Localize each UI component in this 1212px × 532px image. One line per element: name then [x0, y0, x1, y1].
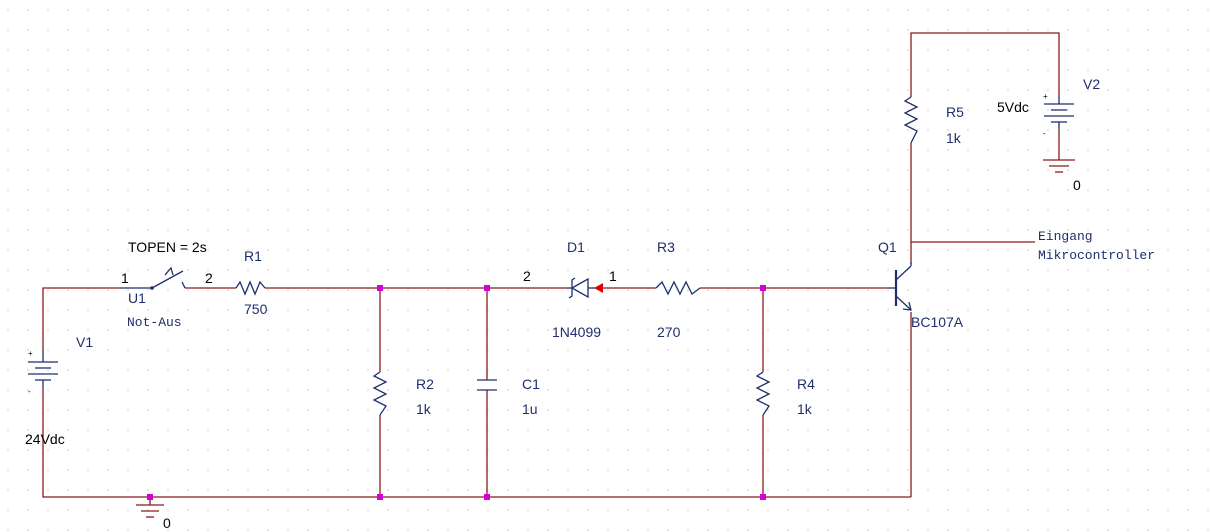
junction-dots: [147, 285, 766, 500]
v2-ref: V2: [1083, 76, 1100, 92]
net-label-line1: Eingang: [1038, 229, 1093, 244]
wire-u1-v1-top: [42, 287, 120, 350]
switch-u1[interactable]: [120, 266, 186, 290]
junction-dot: [377, 494, 383, 500]
net-label-line2: Mikrocontroller: [1038, 248, 1155, 263]
r2-ref: R2: [416, 376, 434, 392]
u1-ref: U1: [128, 290, 146, 306]
resistor-r5[interactable]: [903, 96, 919, 144]
u1-pin1: 1: [121, 270, 129, 286]
u1-pin2: 2: [205, 270, 213, 286]
u1-param: TOPEN = 2s: [128, 239, 207, 255]
r5-value: 1k: [946, 130, 962, 146]
junction-dot: [147, 494, 153, 500]
resistor-r1[interactable]: [235, 280, 266, 296]
resistor-r4[interactable]: [755, 371, 771, 416]
capacitor-c1[interactable]: [477, 379, 497, 391]
resistor-r2[interactable]: [372, 371, 388, 416]
wire-ground-rail: [42, 388, 911, 498]
r5-ref: R5: [946, 104, 964, 120]
r2-value: 1k: [416, 401, 432, 417]
gnd-v2-label: 0: [1073, 177, 1081, 193]
v2-value: 5Vdc: [997, 99, 1029, 115]
q1-ref: Q1: [878, 239, 897, 255]
c1-ref: C1: [522, 376, 540, 392]
resistor-r3[interactable]: [655, 280, 701, 296]
r4-ref: R4: [797, 376, 815, 392]
r3-value: 270: [657, 324, 681, 340]
v2-plus-label: +: [1043, 92, 1048, 101]
v1-value: 24Vdc: [25, 431, 65, 447]
v2-minus-label: -: [1043, 129, 1046, 138]
v1-minus-label: -: [28, 387, 31, 396]
d1-value: 1N4099: [552, 324, 601, 340]
d1-pin1: 1: [609, 268, 617, 284]
junction-dot: [760, 494, 766, 500]
diode-d1[interactable]: [566, 277, 603, 299]
q1-value: BC107A: [911, 314, 964, 330]
junction-dot: [377, 285, 383, 291]
r3-ref: R3: [657, 239, 675, 255]
u1-value: Not-Aus: [127, 315, 182, 330]
d1-pin2: 2: [523, 268, 531, 284]
ground-symbol-v2: [1043, 159, 1075, 173]
v1-plus-label: +: [28, 349, 33, 358]
junction-dot: [484, 285, 490, 291]
battery-v1[interactable]: + -: [28, 349, 58, 396]
wire-r5-v2: [910, 32, 1060, 97]
transistor-q1[interactable]: [888, 262, 912, 311]
r1-ref: R1: [244, 248, 262, 264]
r4-value: 1k: [797, 401, 813, 417]
wires: [42, 32, 1060, 505]
junction-dot: [760, 285, 766, 291]
d1-ref: D1: [567, 239, 585, 255]
junction-dot: [484, 494, 490, 500]
c1-value: 1u: [522, 401, 538, 417]
v1-ref: V1: [76, 334, 93, 350]
ground-symbol-main: [136, 504, 164, 518]
gnd-main-label: 0: [163, 515, 171, 531]
battery-v2[interactable]: + -: [1043, 92, 1074, 138]
r1-value: 750: [244, 301, 268, 317]
